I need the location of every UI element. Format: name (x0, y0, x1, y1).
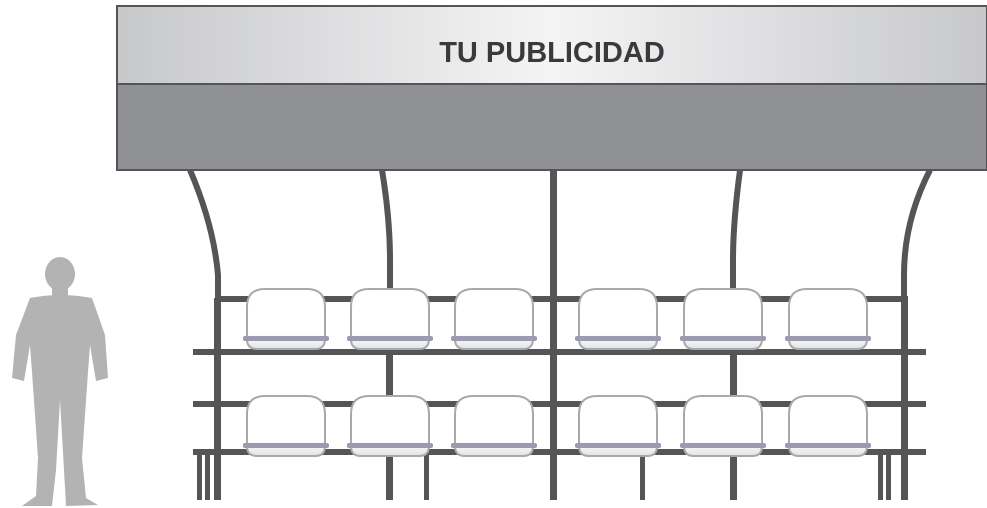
seat (680, 288, 766, 350)
canopy-supports (187, 168, 933, 300)
seat-shell (788, 288, 868, 350)
seat-rim (347, 443, 433, 448)
seat (680, 395, 766, 457)
person-silhouette (12, 257, 108, 506)
seat-shell (454, 288, 534, 350)
seat-rim (575, 336, 661, 341)
seat (785, 288, 871, 350)
seat-rim (575, 443, 661, 448)
seat (785, 395, 871, 457)
seat-shell (578, 288, 658, 350)
seat (451, 395, 537, 457)
seat-rim (785, 336, 871, 341)
roof-panel (116, 83, 987, 171)
advertising-panel (116, 5, 987, 85)
seat (347, 288, 433, 350)
seat (575, 288, 661, 350)
seat-shell (683, 288, 763, 350)
seat-shell (683, 395, 763, 457)
seat (451, 288, 537, 350)
seat-rim (243, 443, 329, 448)
frame-rails (193, 296, 926, 455)
seat (575, 395, 661, 457)
seat-rim (451, 443, 537, 448)
seat-shell (578, 395, 658, 457)
seat-rim (680, 336, 766, 341)
seat-rim (347, 336, 433, 341)
canopy-roof: TU PUBLICIDAD (116, 5, 987, 171)
seat-rim (243, 336, 329, 341)
seat-row-upper (243, 288, 871, 350)
advertising-text: TU PUBLICIDAD (439, 37, 665, 69)
seat-shell (350, 288, 430, 350)
seat-row-lower (243, 395, 871, 457)
seat-shell (246, 395, 326, 457)
seat-rim (451, 336, 537, 341)
seat-shell (246, 288, 326, 350)
seat-rim (785, 443, 871, 448)
seat-shell (350, 395, 430, 457)
seat (243, 395, 329, 457)
seat-shell (788, 395, 868, 457)
seat-rim (680, 443, 766, 448)
seat (347, 395, 433, 457)
seat (243, 288, 329, 350)
seat-shell (454, 395, 534, 457)
